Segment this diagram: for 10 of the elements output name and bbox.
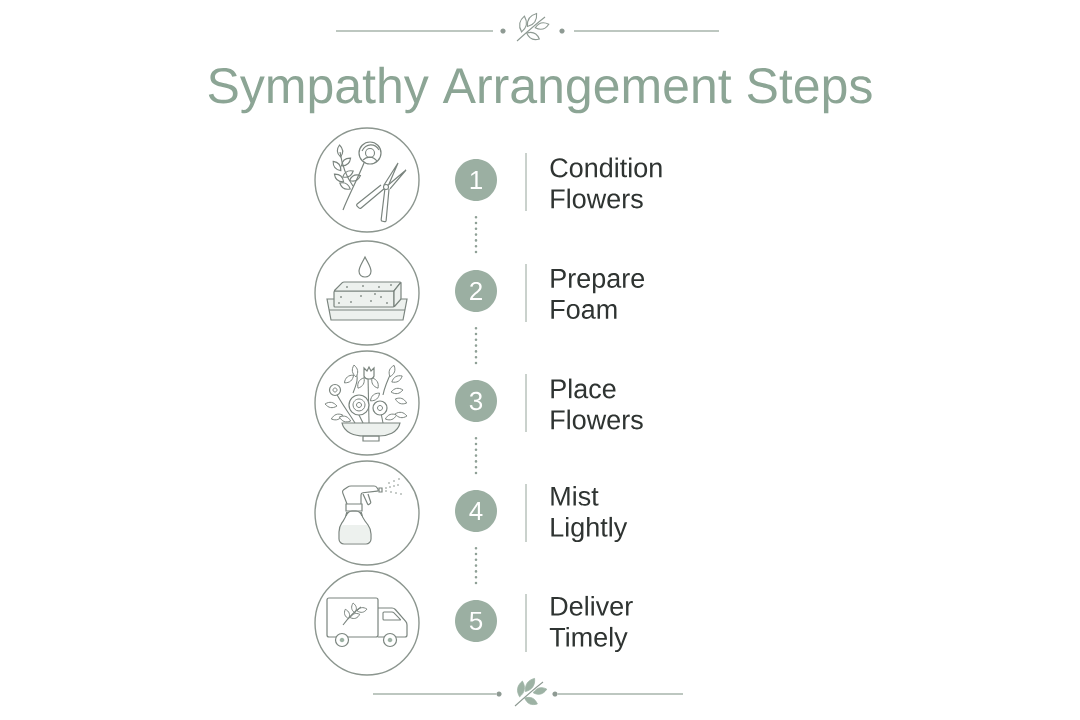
step-label: Prepare Foam (551, 269, 645, 319)
step-label: Mist Lightly (551, 485, 628, 543)
title: Sympathy Arrangement Steps (208, 66, 872, 114)
dotted-connector (474, 326, 478, 366)
dotted-connector (474, 546, 478, 586)
step-label: Place Flowers (551, 378, 643, 430)
dotted-connector (474, 215, 478, 256)
dotted-connector (474, 436, 478, 476)
step-label: Deliver Timely (549, 595, 633, 653)
step-label: Condition Flowers (550, 157, 662, 209)
